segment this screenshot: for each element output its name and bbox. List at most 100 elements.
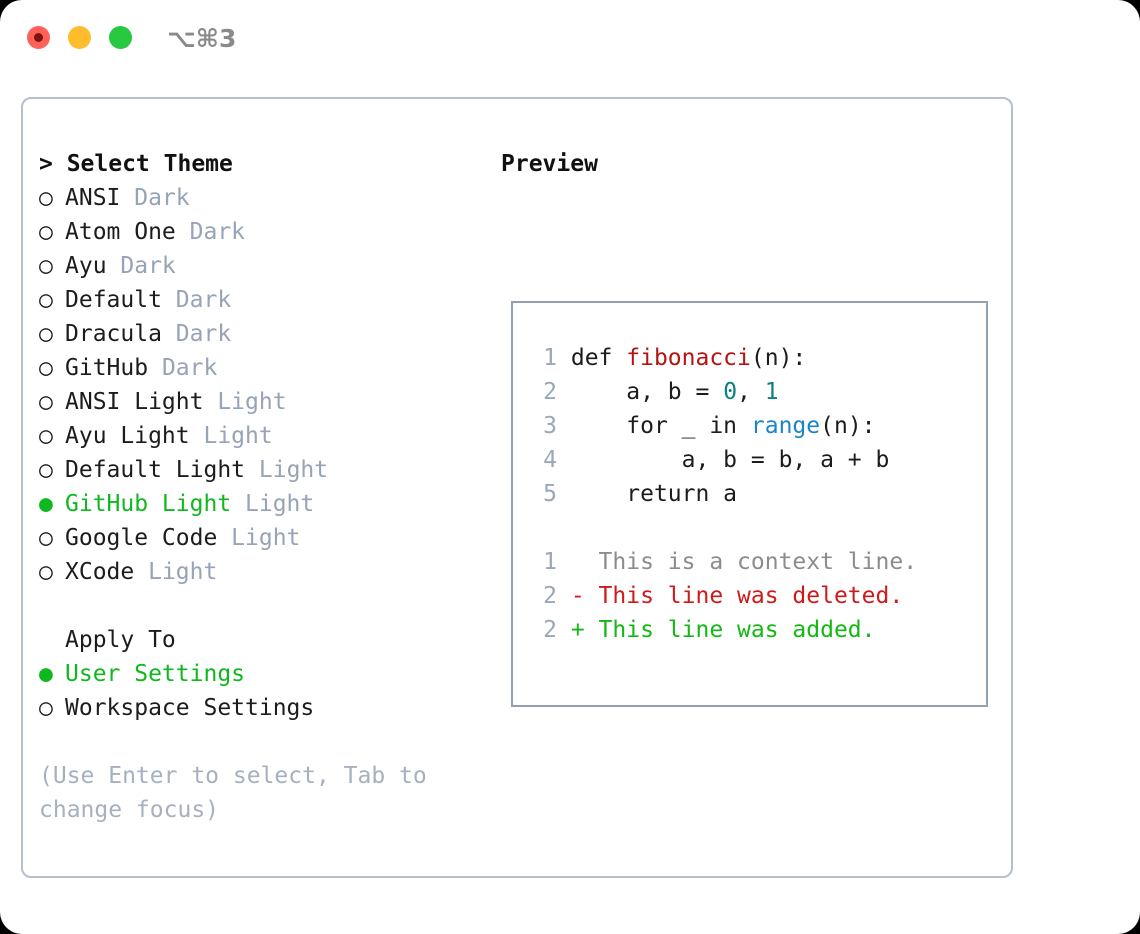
theme-option[interactable]: ○ ANSI Light Light (39, 385, 469, 419)
theme-option-label: Ayu (65, 253, 121, 279)
gutter-space (557, 413, 571, 439)
code-token: fibonacci (626, 345, 751, 371)
gutter-space (557, 345, 571, 371)
code-token: a, b = (570, 379, 724, 405)
keyboard-shortcut-label: ⌥⌘3 (167, 24, 237, 53)
radio-selected-icon: ● (39, 491, 53, 517)
radio-unselected-icon: ○ (39, 525, 53, 551)
theme-option[interactable]: ○Dracula Dark (39, 317, 469, 351)
theme-option-mode-tag: Light (231, 525, 301, 551)
code-token: def (570, 345, 627, 371)
line-number: 2 (543, 583, 557, 609)
theme-option[interactable]: ○ Ayu Dark (39, 249, 469, 283)
theme-option[interactable]: ○ Atom One Dark (39, 215, 469, 249)
theme-option[interactable]: ○ XCode Light (39, 555, 469, 589)
code-line: 3 for _ in range(n): (533, 409, 978, 443)
theme-list: ○ANSI Dark○Atom One Dark○Ayu Dark○Defaul… (39, 181, 469, 589)
radio-unselected-icon: ○ (39, 423, 53, 449)
code-token: 1 (764, 379, 779, 405)
theme-option-label: Dracula (65, 321, 176, 347)
code-line: 1 def fibonacci(n): (533, 341, 978, 375)
theme-option-mode-tag: Dark (134, 185, 190, 211)
theme-option-label: Default Light (65, 457, 259, 483)
apply-to-option[interactable]: ○ Workspace Settings (39, 691, 469, 725)
theme-picker-column: > Select Theme ○ANSI Dark○Atom One Dark○… (39, 147, 469, 827)
theme-option-label: XCode (65, 559, 149, 585)
theme-option-label: GitHub (65, 355, 162, 381)
code-token: return a (570, 481, 738, 507)
line-number: 2 (543, 379, 557, 405)
radio-unselected-icon: ○ (39, 253, 53, 279)
apply-to-option[interactable]: ●User Settings (39, 657, 469, 691)
theme-option-mode-tag: Dark (161, 355, 218, 381)
theme-option-mode-tag: Dark (120, 253, 176, 279)
line-number: 5 (543, 481, 557, 507)
apply-to-option-label: User Settings (65, 661, 246, 687)
theme-option-label: ANSI (65, 185, 135, 211)
theme-option[interactable]: ○ Google Code Light (39, 521, 469, 555)
code-token: range (750, 413, 821, 439)
theme-option-mode-tag: Dark (175, 287, 232, 313)
code-line: 2 a, b = 0, 1 (533, 375, 978, 409)
theme-option-mode-tag: Light (148, 559, 218, 585)
code-line: 4 a, b = b, a + b (533, 443, 978, 477)
close-button[interactable] (27, 26, 50, 49)
diff-text: + This line was added. (570, 617, 876, 643)
theme-option-mode-tag: Light (217, 389, 287, 415)
theme-option-mode-tag: Light (258, 457, 329, 483)
hint-spacer (39, 725, 469, 759)
line-number: 1 (543, 549, 557, 575)
radio-unselected-icon: ○ (39, 695, 53, 721)
theme-option-label: Default (65, 287, 176, 313)
theme-option-label: Google Code (65, 525, 232, 551)
window-controls (27, 26, 132, 49)
theme-option[interactable]: ○ Default Dark (39, 283, 469, 317)
diff-text: - This line was deleted. (570, 583, 904, 609)
code-token: , (737, 379, 765, 405)
theme-option-mode-tag: Light (245, 491, 315, 517)
keyboard-hint: (Use Enter to select, Tab to change focu… (39, 763, 441, 823)
apply-to-option-label: Workspace Settings (65, 695, 315, 721)
code-token: a, b = b, a + b (570, 447, 890, 473)
radio-unselected-icon: ○ (39, 457, 53, 483)
code-token: 0 (723, 379, 738, 405)
line-number: 3 (543, 413, 557, 439)
line-number: 2 (543, 617, 557, 643)
theme-option[interactable]: ○ Default Light Light (39, 453, 469, 487)
code-token: (n): (750, 345, 807, 371)
theme-option[interactable]: ○Ayu Light Light (39, 419, 469, 453)
theme-option-mode-tag: Light (203, 423, 273, 449)
theme-option[interactable]: ● GitHub Light Light (39, 487, 469, 521)
gutter-space (557, 617, 571, 643)
theme-option-label: ANSI Light (65, 389, 218, 415)
theme-option[interactable]: ○ANSI Dark (39, 181, 469, 215)
theme-option-label: Atom One (65, 219, 190, 245)
gutter-space (557, 549, 571, 575)
minimize-button[interactable] (68, 26, 91, 49)
theme-option-label: GitHub Light (65, 491, 246, 517)
gutter-space (557, 583, 571, 609)
preview-title: Preview (501, 151, 598, 177)
code-line: 5 return a (533, 477, 978, 511)
radio-unselected-icon: ○ (39, 389, 53, 415)
maximize-button[interactable] (109, 26, 132, 49)
apply-to-list: ●User Settings ○ Workspace Settings (39, 657, 469, 725)
theme-option-mode-tag: Dark (175, 321, 232, 347)
radio-unselected-icon: ○ (39, 355, 53, 381)
apply-to-header-indent (39, 623, 65, 657)
line-number: 1 (543, 345, 557, 371)
gutter-space (557, 447, 571, 473)
radio-unselected-icon: ○ (39, 559, 53, 585)
gutter-space (557, 481, 571, 507)
theme-option[interactable]: ○ GitHub Dark (39, 351, 469, 385)
apply-to-header: Apply To (39, 623, 469, 657)
theme-option-mode-tag: Dark (189, 219, 246, 245)
radio-unselected-icon: ○ (39, 287, 53, 313)
section-spacer (39, 589, 469, 623)
radio-unselected-icon: ○ (39, 219, 53, 245)
code-diff-gap (533, 511, 978, 545)
select-theme-header: > Select Theme (39, 151, 233, 177)
